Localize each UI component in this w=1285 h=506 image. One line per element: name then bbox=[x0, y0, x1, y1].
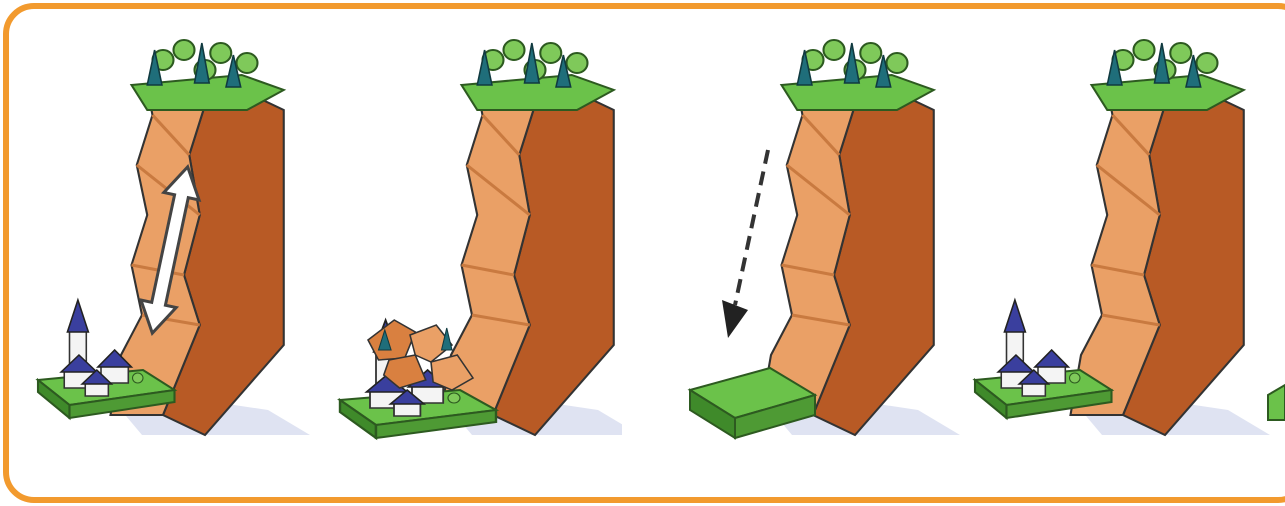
panel-divider bbox=[622, 14, 682, 484]
